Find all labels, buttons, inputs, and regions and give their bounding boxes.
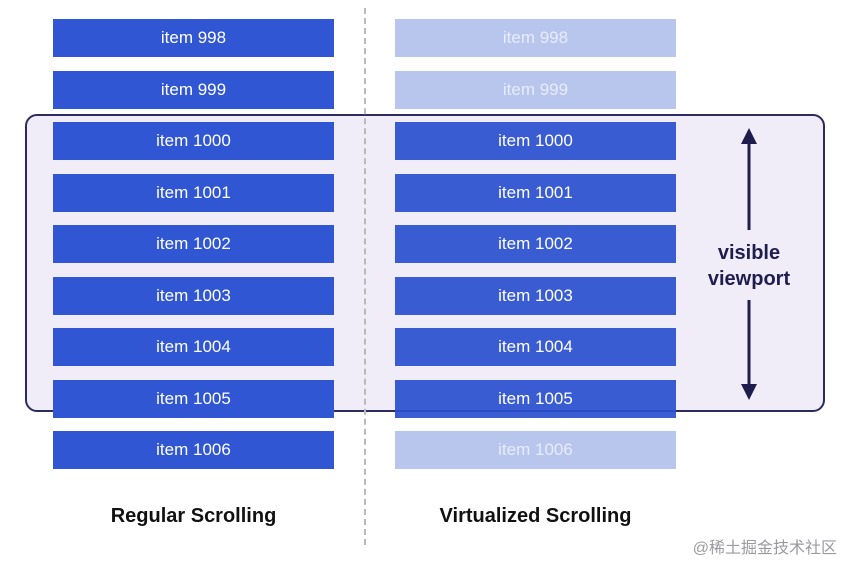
list-item: item 1006: [53, 431, 334, 469]
regular-scrolling-list: item 998 item 999 item 1000 item 1001 it…: [53, 19, 334, 483]
arrow-up-icon: [741, 128, 757, 230]
list-item: item 1001: [53, 173, 334, 212]
list-item: item 1002: [53, 225, 334, 263]
list-item: item 1002: [395, 225, 676, 263]
watermark: @稀土掘金技术社区: [692, 540, 837, 557]
list-item: item 1000: [53, 122, 334, 160]
list-item: item 1004: [395, 328, 676, 366]
list-item: item 999: [53, 70, 334, 109]
virtualized-scrolling-list: item 998 item 999 item 1000 item 1001 it…: [395, 19, 676, 483]
regular-scrolling-caption: Regular Scrolling: [110, 505, 277, 527]
viewport-label-line1: visible: [717, 242, 781, 264]
list-item: item 1003: [395, 276, 676, 315]
virtualized-scrolling-caption: Virtualized Scrolling: [439, 505, 632, 527]
list-item: item 1000: [395, 122, 676, 160]
column-divider: [364, 8, 366, 545]
list-item-unrendered: item 1006: [395, 431, 676, 469]
list-item: item 1004: [53, 328, 334, 366]
list-item: item 998: [53, 19, 334, 57]
list-item: item 1001: [395, 173, 676, 212]
viewport-label: visible viewport: [690, 240, 808, 292]
list-item: item 1003: [53, 276, 334, 315]
viewport-label-line2: viewport: [707, 268, 791, 290]
arrow-down-icon: [741, 300, 757, 400]
list-item-unrendered: item 998: [395, 19, 676, 57]
list-item: item 1005: [395, 379, 676, 418]
list-item-unrendered: item 999: [395, 70, 676, 109]
list-item: item 1005: [53, 379, 334, 418]
